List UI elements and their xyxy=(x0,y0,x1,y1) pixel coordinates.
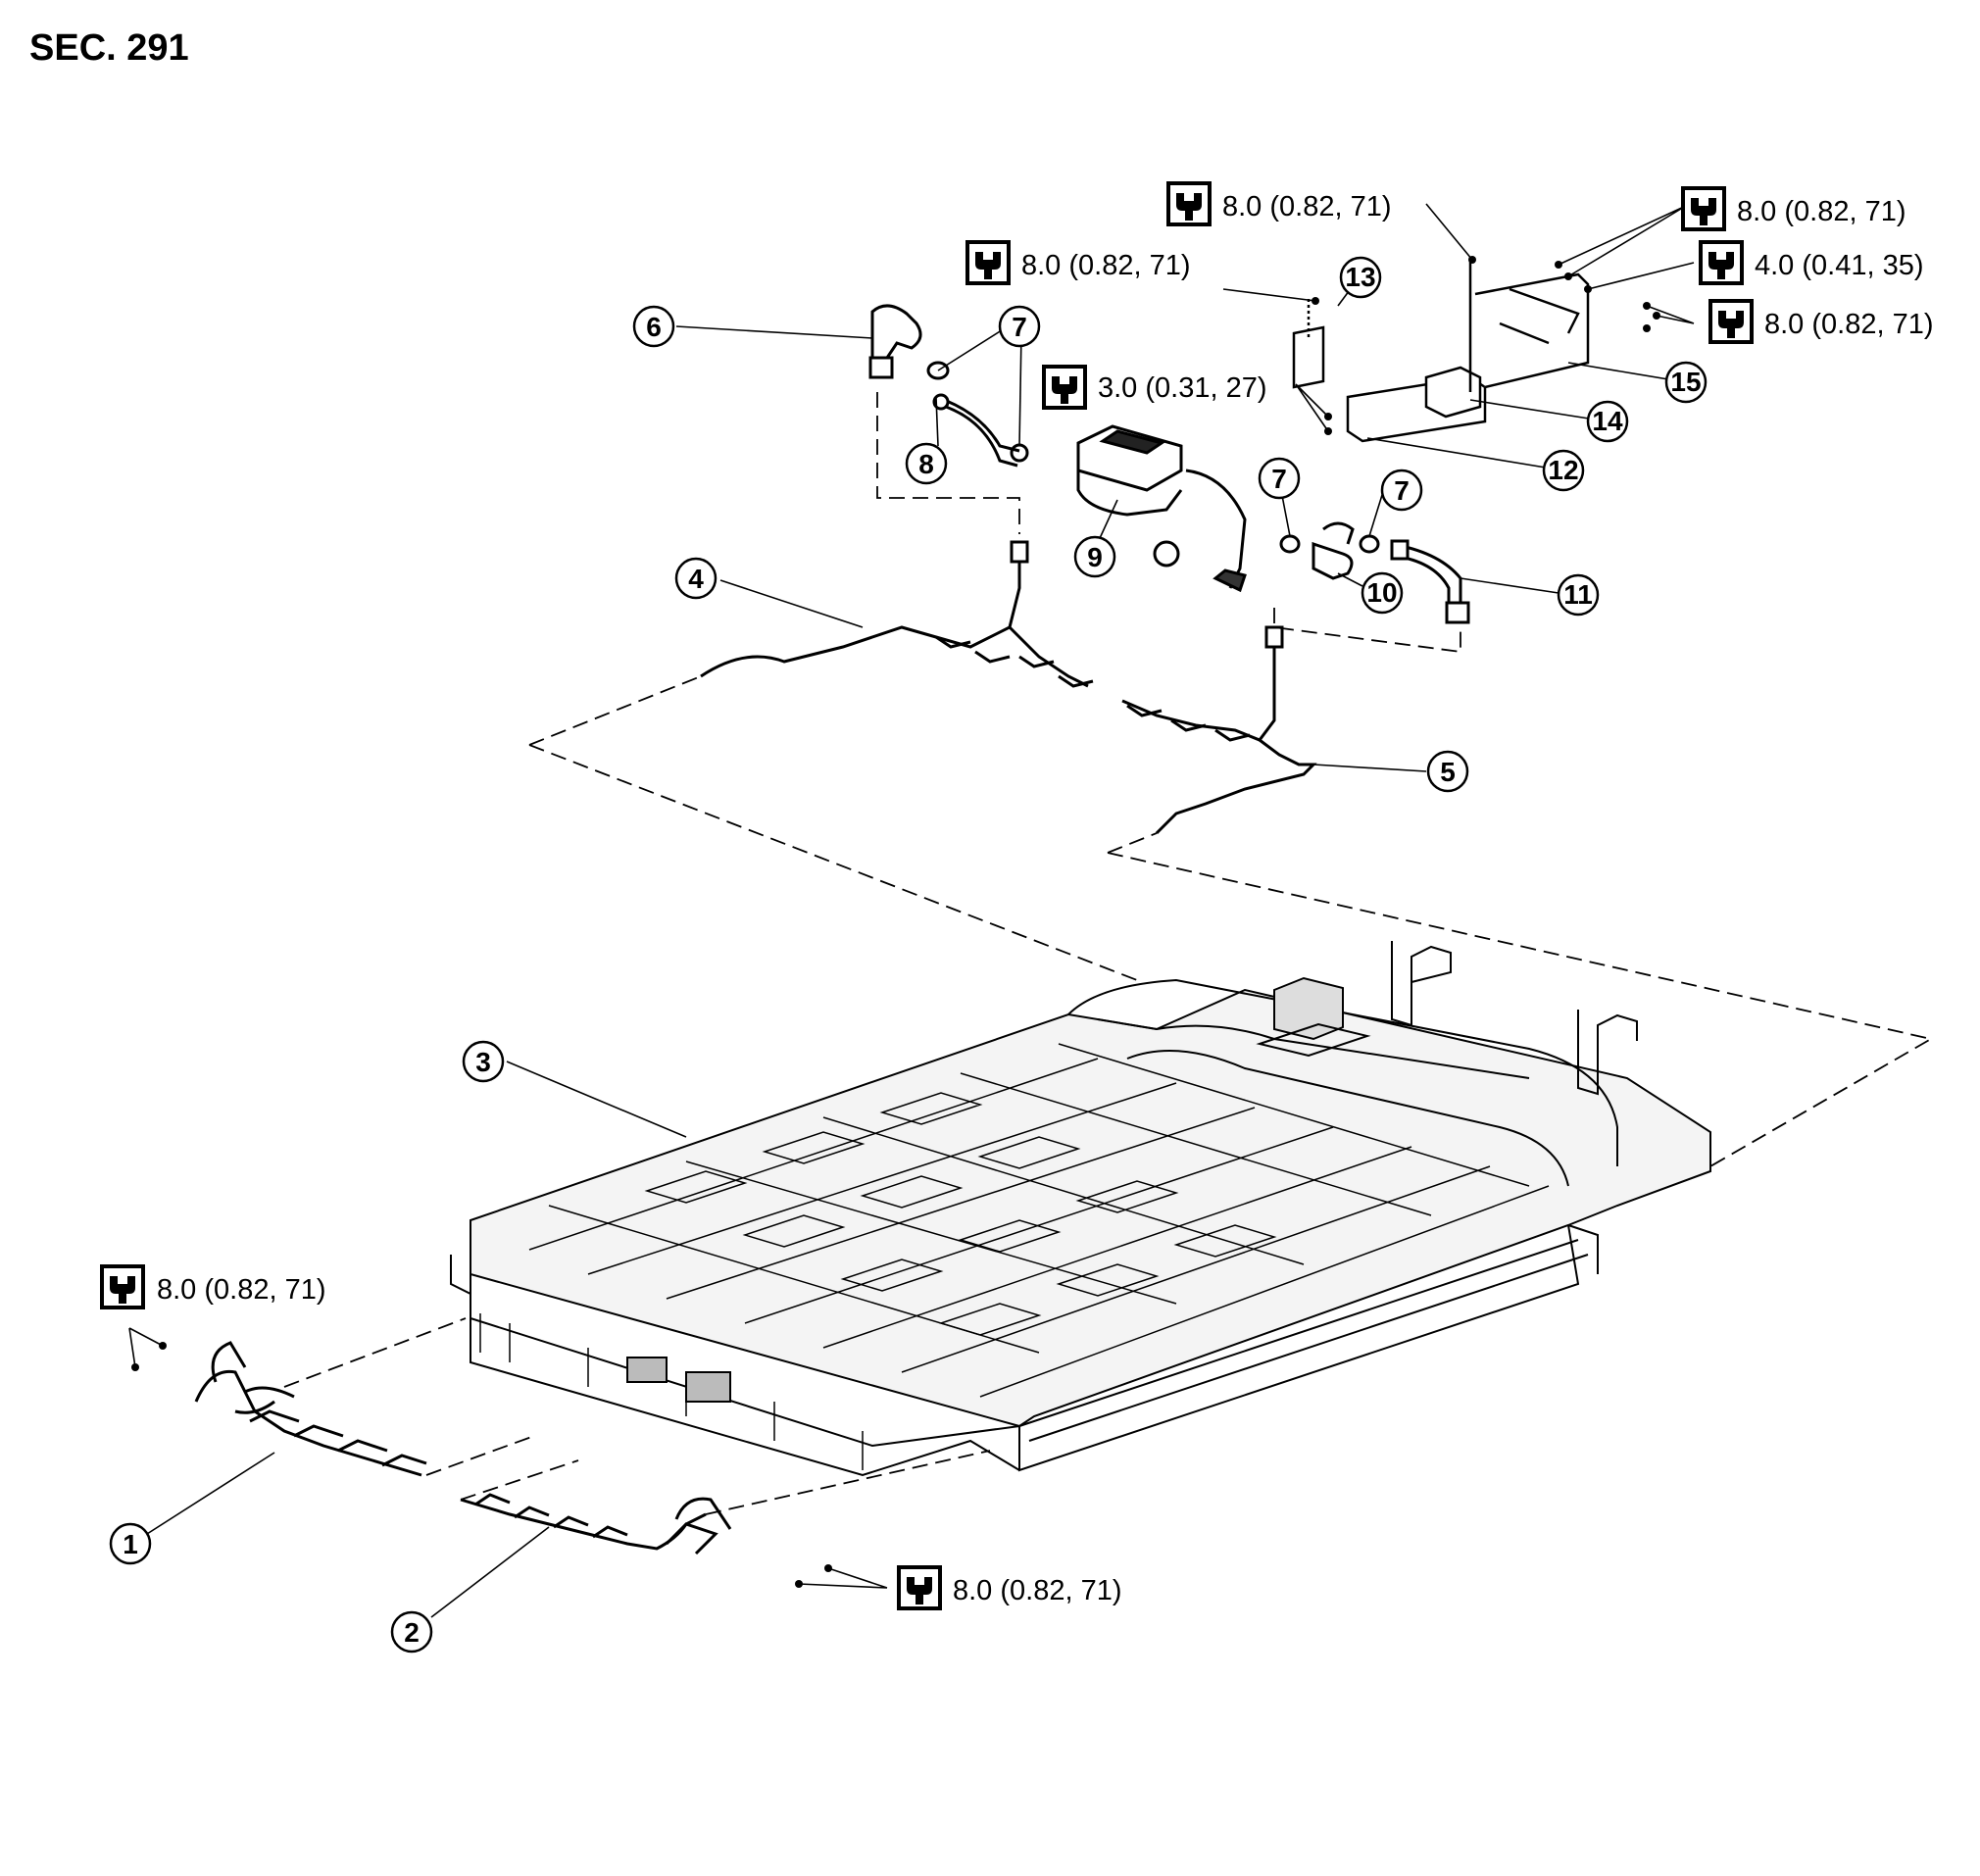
svg-text:6: 6 xyxy=(646,312,662,342)
callout-14: 14 xyxy=(1586,400,1629,443)
part-11-hose xyxy=(1390,539,1470,624)
torque-spec-harness-2: 8.0 (0.82, 71) xyxy=(897,1565,1122,1610)
svg-text:4.0 (0.41, 35): 4.0 (0.41, 35) xyxy=(1755,250,1924,281)
callout-1: 1 xyxy=(109,1522,152,1565)
battery-pack xyxy=(450,941,1711,1477)
part-10-elbow-hose xyxy=(1312,521,1355,580)
torque-spec-bracket-upper-right-1: 8.0 (0.82, 71) xyxy=(1681,186,1906,231)
callout-12: 12 xyxy=(1542,449,1585,492)
svg-text:13: 13 xyxy=(1345,262,1375,292)
callout-5: 5 xyxy=(1426,750,1469,793)
torque-wrench-icon xyxy=(897,1565,942,1610)
svg-text:11: 11 xyxy=(1563,579,1593,610)
harness-4 xyxy=(700,540,1094,688)
part-6-fitting xyxy=(868,304,922,379)
torque-spec-bracket-upper-left: 8.0 (0.82, 71) xyxy=(1166,181,1392,226)
torque-specs: 8.0 (0.82, 71) 8.0 (0.82, 71) 8.0 (0.82,… xyxy=(100,181,1934,1610)
callouts: 1 2 3 4 5 6 7 7 xyxy=(109,256,1708,1654)
svg-text:3: 3 xyxy=(475,1047,491,1077)
harness-2 xyxy=(460,1493,732,1555)
torque-spec-bracket-upper-right-2: 4.0 (0.41, 35) xyxy=(1699,240,1924,285)
svg-text:8.0 (0.82, 71): 8.0 (0.82, 71) xyxy=(1222,191,1392,222)
torque-wrench-icon xyxy=(1708,299,1754,344)
torque-wrench-icon xyxy=(100,1264,145,1309)
callout-6: 6 xyxy=(632,305,675,348)
callout-8: 8 xyxy=(905,442,948,485)
svg-text:9: 9 xyxy=(1087,542,1103,572)
svg-text:10: 10 xyxy=(1366,577,1397,608)
svg-text:4: 4 xyxy=(688,564,704,594)
svg-text:2: 2 xyxy=(404,1617,420,1648)
callout-11: 11 xyxy=(1557,573,1600,617)
callout-4: 4 xyxy=(674,557,718,600)
svg-text:5: 5 xyxy=(1440,757,1456,787)
callout-2: 2 xyxy=(390,1610,433,1654)
svg-text:15: 15 xyxy=(1670,367,1701,397)
torque-wrench-icon xyxy=(1681,186,1726,231)
torque-spec-harness-1: 8.0 (0.82, 71) xyxy=(100,1264,326,1309)
svg-text:14: 14 xyxy=(1592,406,1623,436)
torque-wrench-icon xyxy=(1699,240,1744,285)
torque-wrench-icon xyxy=(965,240,1011,285)
section-title: SEC. 291 xyxy=(29,27,189,69)
callout-7a: 7 xyxy=(998,305,1041,348)
callout-7c: 7 xyxy=(1380,469,1423,512)
part-8-hose xyxy=(932,393,1020,468)
callout-15: 15 xyxy=(1664,361,1708,404)
svg-text:8.0 (0.82, 71): 8.0 (0.82, 71) xyxy=(1764,309,1934,340)
callout-3: 3 xyxy=(462,1040,505,1083)
callout-10: 10 xyxy=(1361,571,1404,615)
svg-text:8: 8 xyxy=(918,449,934,479)
svg-text:8.0 (0.82, 71): 8.0 (0.82, 71) xyxy=(1021,250,1191,281)
bracket-assembly xyxy=(1292,257,1590,443)
callout-9: 9 xyxy=(1073,535,1116,578)
harness-1 xyxy=(194,1341,427,1477)
callout-7b: 7 xyxy=(1258,457,1301,500)
svg-text:7: 7 xyxy=(1012,312,1027,342)
svg-text:7: 7 xyxy=(1394,475,1410,506)
torque-wrench-icon xyxy=(1042,365,1087,410)
svg-text:8.0 (0.82, 71): 8.0 (0.82, 71) xyxy=(1737,196,1906,227)
callout-13: 13 xyxy=(1339,256,1382,299)
svg-text:8.0 (0.82, 71): 8.0 (0.82, 71) xyxy=(157,1274,326,1306)
torque-wrench-icon xyxy=(1166,181,1212,226)
torque-spec-bracket-upper-right-3: 8.0 (0.82, 71) xyxy=(1708,299,1934,344)
torque-spec-bracket-12: 3.0 (0.31, 27) xyxy=(1042,365,1267,410)
reference-lines xyxy=(283,392,1934,1515)
harness-5 xyxy=(1121,625,1317,835)
svg-text:7: 7 xyxy=(1271,464,1287,494)
svg-text:1: 1 xyxy=(123,1529,138,1559)
svg-text:8.0 (0.82, 71): 8.0 (0.82, 71) xyxy=(953,1575,1122,1606)
svg-text:12: 12 xyxy=(1548,455,1578,485)
svg-text:3.0 (0.31, 27): 3.0 (0.31, 27) xyxy=(1098,372,1267,404)
torque-spec-bracket-13: 8.0 (0.82, 71) xyxy=(965,240,1191,285)
leader-lines xyxy=(128,203,1695,1618)
part-9-junction-box xyxy=(1076,424,1247,593)
